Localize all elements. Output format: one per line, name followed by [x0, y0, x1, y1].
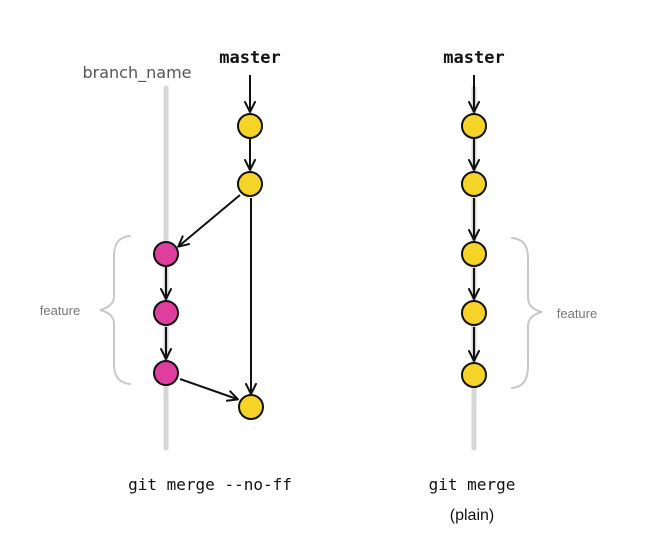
feature-brace-right: [511, 237, 543, 389]
feature-commit: [461, 362, 487, 388]
left-diagram: branch_name master feature git merge --n…: [40, 48, 292, 494]
feature-label-right: feature: [557, 306, 597, 321]
master-commit: [237, 171, 263, 197]
master-label-left: master: [219, 48, 280, 68]
master-commit: [461, 113, 487, 139]
feature-brace-left: [99, 235, 131, 385]
branch-name-label: branch_name: [83, 63, 192, 83]
feature-commit: [153, 360, 179, 386]
master-commit: [237, 113, 263, 139]
caption-plain-sub: (plain): [450, 507, 494, 524]
caption-plain-merge: git merge: [429, 475, 516, 494]
feature-label-left: feature: [40, 303, 80, 318]
arrow-c2-to-f1: [177, 194, 241, 248]
feature-commit: [153, 300, 179, 326]
feature-commit: [153, 241, 179, 267]
merge-commit: [238, 394, 264, 420]
arrow-f3-to-merge: [179, 378, 239, 402]
feature-commit: [461, 241, 487, 267]
master-label-right: master: [443, 48, 504, 68]
feature-commit: [461, 300, 487, 326]
right-diagram: master feature git merge (plain): [429, 48, 598, 524]
caption-no-ff: git merge --no-ff: [128, 475, 292, 494]
master-commit: [461, 171, 487, 197]
